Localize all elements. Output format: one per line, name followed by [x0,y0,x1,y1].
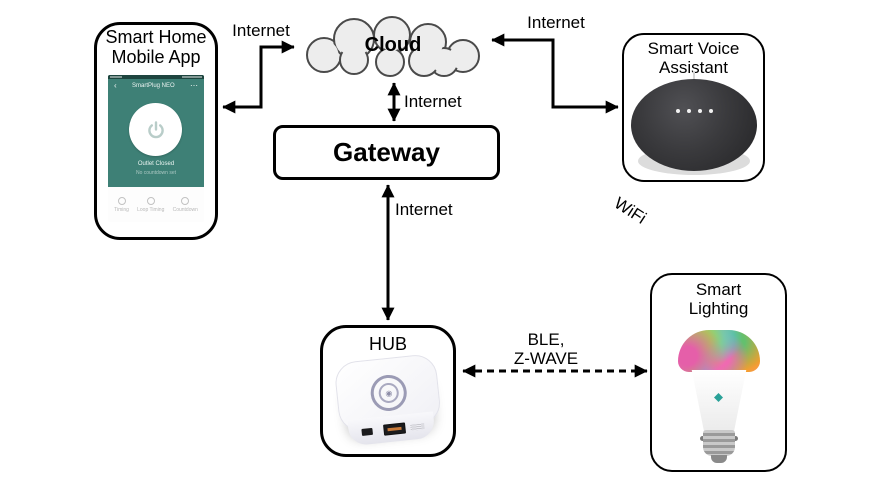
mobile-app-title: Smart Home Mobile App [105,27,207,67]
phone-status-bar [108,75,204,79]
app-action-bar: Timing Loop Timing Countdown [108,187,204,222]
menu-icon: ⋯ [189,81,198,90]
app-header: ‹ SmartPlug NEO ⋯ [108,80,204,92]
hub-ring-logo-icon: ◉ [368,373,409,413]
gateway-label: Gateway [333,137,440,167]
internet-label-app-cloud: Internet [232,21,290,40]
phone-app-screenshot: ‹ SmartPlug NEO ⋯ Outlet Closed No count… [108,75,204,222]
hub-ring-inner-icon: ◉ [377,381,400,404]
internet-label-cloud-gateway: Internet [404,92,462,111]
bulb-base [703,430,735,456]
app-screen: ‹ SmartPlug NEO ⋯ Outlet Closed No count… [108,75,204,222]
power-glyph-icon [147,120,164,138]
mobile-app-node: Smart Home Mobile App ‹ SmartPlug NEO ⋯ … [94,22,218,240]
bulb-contact-tip [711,455,727,463]
cloud-shape [296,14,490,80]
loop-timing-icon [146,196,155,205]
cloud-icon [306,16,480,77]
power-button-icon [129,103,182,156]
bayonet-pin-right [733,436,738,441]
hub-label: HUB [368,334,407,354]
gateway-node: Gateway [273,125,500,180]
arrow-app-cloud [222,40,295,114]
voice-assistant-node: Smart Voice Assistant [622,33,765,182]
countdown-icon [181,196,190,205]
speaker-cable [693,71,695,81]
timing-action: Timing [114,196,129,213]
hub-node: HUB ◉ [320,325,456,457]
hub-device-icon: ◉ [333,352,444,457]
loop-timing-action: Loop Timing [137,196,164,213]
internet-label-gateway-hub: Internet [395,200,453,219]
hub-sticker [410,423,425,431]
hub-small-port-icon [361,427,374,436]
speaker-led-dots [631,109,757,113]
back-icon: ‹ [114,81,117,90]
voice-assistant-title: Smart Voice Assistant [647,39,740,77]
app-substatus-text: No countdown set [135,170,177,176]
internet-label-cloud-voice: Internet [527,13,585,32]
app-header-title: SmartPlug NEO [131,83,175,89]
wifi-label: WiFi [610,193,650,228]
cloud-label: Cloud [364,33,422,56]
smart-lighting-node: Smart Lighting [650,273,787,472]
app-status-text: Outlet Closed [137,161,175,167]
bulb-brand-logo-icon [714,393,723,402]
arrow-cloud-voice [491,33,619,114]
timing-icon [117,196,126,205]
countdown-action: Countdown [173,196,198,213]
smart-speaker-icon [631,79,757,171]
hub-usb-port-icon [383,422,407,436]
ble-zwave-label: BLE, Z-WAVE [513,330,579,368]
bayonet-pin-left [700,436,705,441]
bulb-color-dome [678,330,760,372]
smart-lighting-title: Smart Lighting [688,280,749,318]
